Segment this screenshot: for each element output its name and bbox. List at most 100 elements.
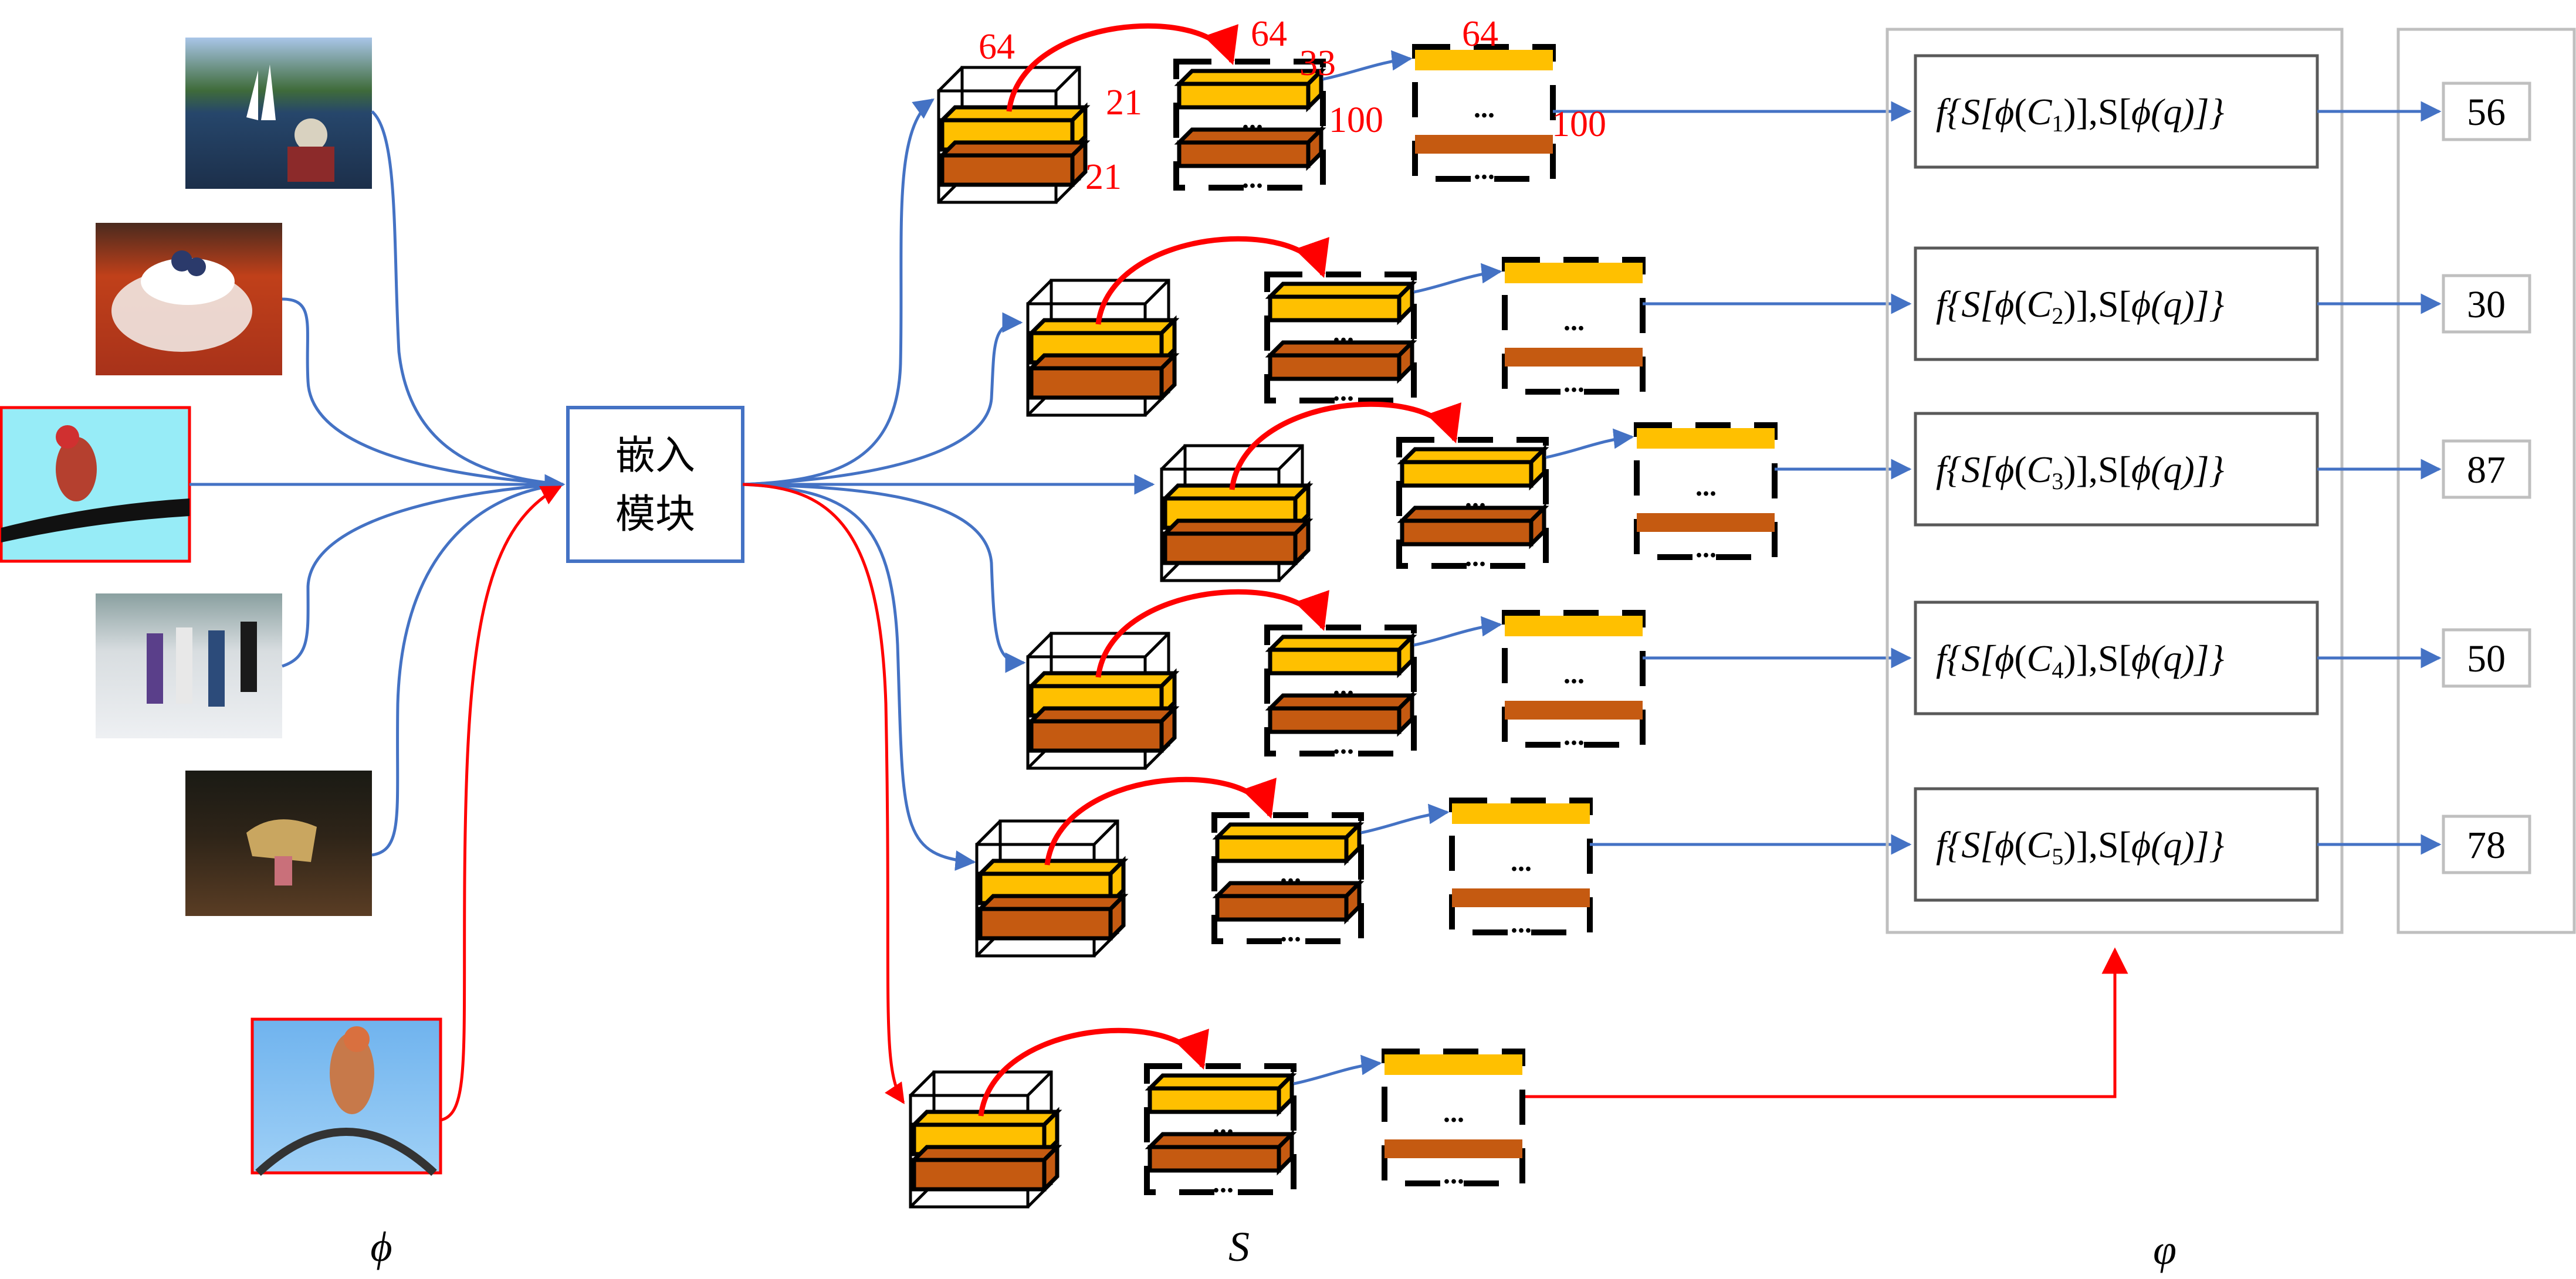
- flat-block: ......: [1382, 1049, 1525, 1190]
- flat-bar-brown: [1385, 1139, 1522, 1158]
- score-box-2: 30: [2442, 274, 2531, 334]
- ellipsis: ...: [1213, 1168, 1234, 1199]
- ellipsis: ...: [1563, 367, 1585, 398]
- support-image-5: [185, 771, 372, 916]
- feature-row-5: ............: [975, 776, 1912, 958]
- flat-bar-yellow: [1505, 616, 1643, 636]
- ellipsis: ...: [1213, 1109, 1234, 1140]
- ellipsis: ...: [1333, 670, 1354, 701]
- flatten-arrow: [1413, 263, 1502, 294]
- flat-bar-brown: [1637, 513, 1775, 532]
- ellipsis: ...: [1443, 1159, 1464, 1190]
- support-image-1: [185, 38, 372, 189]
- flat-width-label: 64: [1462, 14, 1498, 54]
- ellipsis: ...: [1563, 659, 1585, 690]
- formula-box-3: f{S[ϕ(C3)],S[ϕ(q)]}: [1914, 412, 2319, 527]
- reshape-block: ......: [1211, 812, 1365, 948]
- flatten-arrow: [1322, 50, 1413, 81]
- ellipsis: ...: [1443, 1097, 1464, 1128]
- reshape-arrow: [1229, 401, 1461, 490]
- reshape-bar-brown: [1265, 690, 1417, 737]
- arrow-image-1: [371, 110, 564, 486]
- relation-module-frame: [1886, 28, 2344, 934]
- feature-row-6: ............: [909, 1027, 1525, 1209]
- formula-text: f{S[ϕ(C5)],S[ϕ(q)]}: [1936, 824, 2225, 870]
- reshape-bar-brown: [1145, 1129, 1297, 1176]
- relation-scores: 56 30 87 50 78: [2317, 82, 2531, 874]
- formula-text: f{S[ϕ(C3)],S[ϕ(q)]}: [1936, 449, 2225, 494]
- formula-box-5: f{S[ϕ(C5)],S[ϕ(q)]}: [1914, 787, 2319, 902]
- ellipsis: ...: [1465, 541, 1486, 572]
- embedding-module: 嵌入 模块: [566, 406, 744, 563]
- query-to-relation-arrow: [1525, 947, 2128, 1098]
- flat-bar-yellow: [1505, 263, 1643, 283]
- flat-block: ......: [1634, 422, 1778, 564]
- cube-width-label: 64: [979, 27, 1015, 67]
- score-value: 78: [2467, 824, 2506, 867]
- ellipsis: ...: [1280, 858, 1301, 889]
- cube-bar-brown: [909, 1142, 1062, 1195]
- flatten-arrow: [1545, 428, 1634, 459]
- feature-cube: [1026, 632, 1180, 770]
- score-column-frame: [2396, 28, 2576, 934]
- ellipsis: ...: [1465, 483, 1486, 514]
- reshape-arrow: [1044, 776, 1277, 866]
- embedding-module-label-line2: 模块: [615, 491, 695, 538]
- support-image-3-highlighted: [0, 406, 191, 563]
- flat-block: ......: [1449, 798, 1593, 939]
- reshape-arrow: [1006, 23, 1238, 112]
- reshape-bar-yellow: [1265, 632, 1417, 678]
- reshape-block: ......: [1396, 437, 1549, 572]
- input-arrows: [189, 110, 566, 857]
- feature-row-1: ............: [937, 23, 1912, 204]
- branch-arrows: [742, 98, 1155, 871]
- formula-text: f{S[ϕ(C4)],S[ϕ(q)]}: [1936, 637, 2225, 683]
- ellipsis: ...: [1695, 532, 1717, 564]
- flat-bar-yellow: [1452, 803, 1590, 824]
- feature-cube: [909, 1070, 1062, 1209]
- ellipsis: ...: [1333, 729, 1354, 760]
- reshape-bar-yellow: [1174, 66, 1326, 113]
- stage-label-relation: φ: [2153, 1226, 2176, 1273]
- flat-bar-yellow: [1415, 50, 1553, 70]
- ellipsis: ...: [1511, 908, 1532, 939]
- reshape-bar-yellow: [1212, 819, 1365, 866]
- reshape-block: ......: [1144, 1063, 1297, 1199]
- support-image-4: [96, 593, 282, 738]
- arrow-image-2: [282, 297, 564, 486]
- reshape-bar-yellow: [1397, 444, 1549, 491]
- score-box-4: 50: [2442, 628, 2531, 688]
- feature-cube: [975, 819, 1129, 958]
- reshape-height-label: 100: [1329, 100, 1383, 140]
- score-value: 56: [2467, 91, 2506, 134]
- reshape-bar-yellow: [1265, 279, 1417, 325]
- score-value: 50: [2467, 637, 2506, 680]
- score-box-1: 56: [2442, 82, 2531, 141]
- flat-bar-brown: [1505, 701, 1643, 720]
- feature-cube: [937, 66, 1091, 204]
- formula-box-4: f{S[ϕ(C4)],S[ϕ(q)]}: [1914, 601, 2319, 715]
- reshape-bar-brown: [1265, 337, 1417, 384]
- arrow-image-5: [371, 483, 564, 857]
- reshape-bar-brown: [1397, 503, 1549, 549]
- stage-label-embedding: ϕ: [370, 1223, 392, 1270]
- support-image-2: [96, 223, 282, 375]
- arrow-query: [440, 485, 563, 1122]
- cube-bar-brown: [975, 891, 1129, 944]
- flat-bar-yellow: [1637, 428, 1775, 449]
- reshape-width-label: 64: [1251, 14, 1287, 54]
- flat-block: ......: [1502, 257, 1646, 398]
- reshape-block: ......: [1173, 59, 1326, 194]
- feature-rows: ........................................…: [909, 23, 1912, 1209]
- relation-formulas: f{S[ϕ(C1)],S[ϕ(q)]}f{S[ϕ(C2)],S[ϕ(q)]}f{…: [1914, 54, 2319, 902]
- cube-bar-brown: [937, 137, 1091, 190]
- flat-height-label: 100: [1552, 104, 1606, 144]
- flat-block: ......: [1502, 610, 1646, 751]
- formula-box-1: f{S[ϕ(C1)],S[ϕ(q)]}: [1914, 54, 2319, 169]
- cube-height-label: 21: [1106, 83, 1142, 123]
- reshape-bar-brown: [1212, 878, 1365, 925]
- ellipsis: ...: [1563, 720, 1585, 751]
- query-image-highlighted: [251, 1017, 442, 1176]
- score-box-3: 87: [2442, 439, 2531, 499]
- reshape-block: ......: [1264, 272, 1417, 407]
